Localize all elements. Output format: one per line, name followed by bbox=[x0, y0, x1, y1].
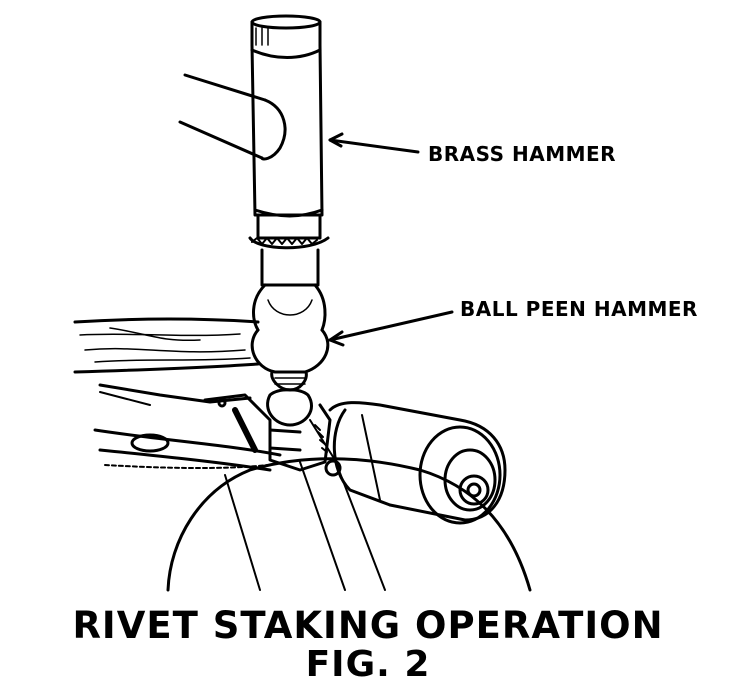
figure-number: FIG. 2 bbox=[305, 644, 431, 685]
brass-hammer bbox=[178, 14, 330, 287]
rivet-bracket bbox=[203, 393, 342, 477]
ball-peen-leader bbox=[328, 310, 454, 342]
callout-arrows bbox=[328, 132, 454, 347]
motor-housing bbox=[328, 401, 507, 525]
ball-peen-hammer-label: BALL PEEN HAMMER bbox=[460, 297, 698, 321]
brass-hammer-arrowhead bbox=[328, 132, 344, 148]
ball-peen-hammer bbox=[250, 283, 330, 427]
mounting-plate bbox=[93, 383, 282, 472]
brass-hammer-label: BRASS HAMMER bbox=[428, 142, 617, 166]
figure-title: RIVET STAKING OPERATION bbox=[72, 604, 664, 647]
ball-peen-arrowhead bbox=[328, 330, 345, 347]
wooden-handle bbox=[73, 317, 260, 374]
brass-hammer-leader bbox=[328, 138, 420, 154]
drum bbox=[166, 457, 532, 592]
